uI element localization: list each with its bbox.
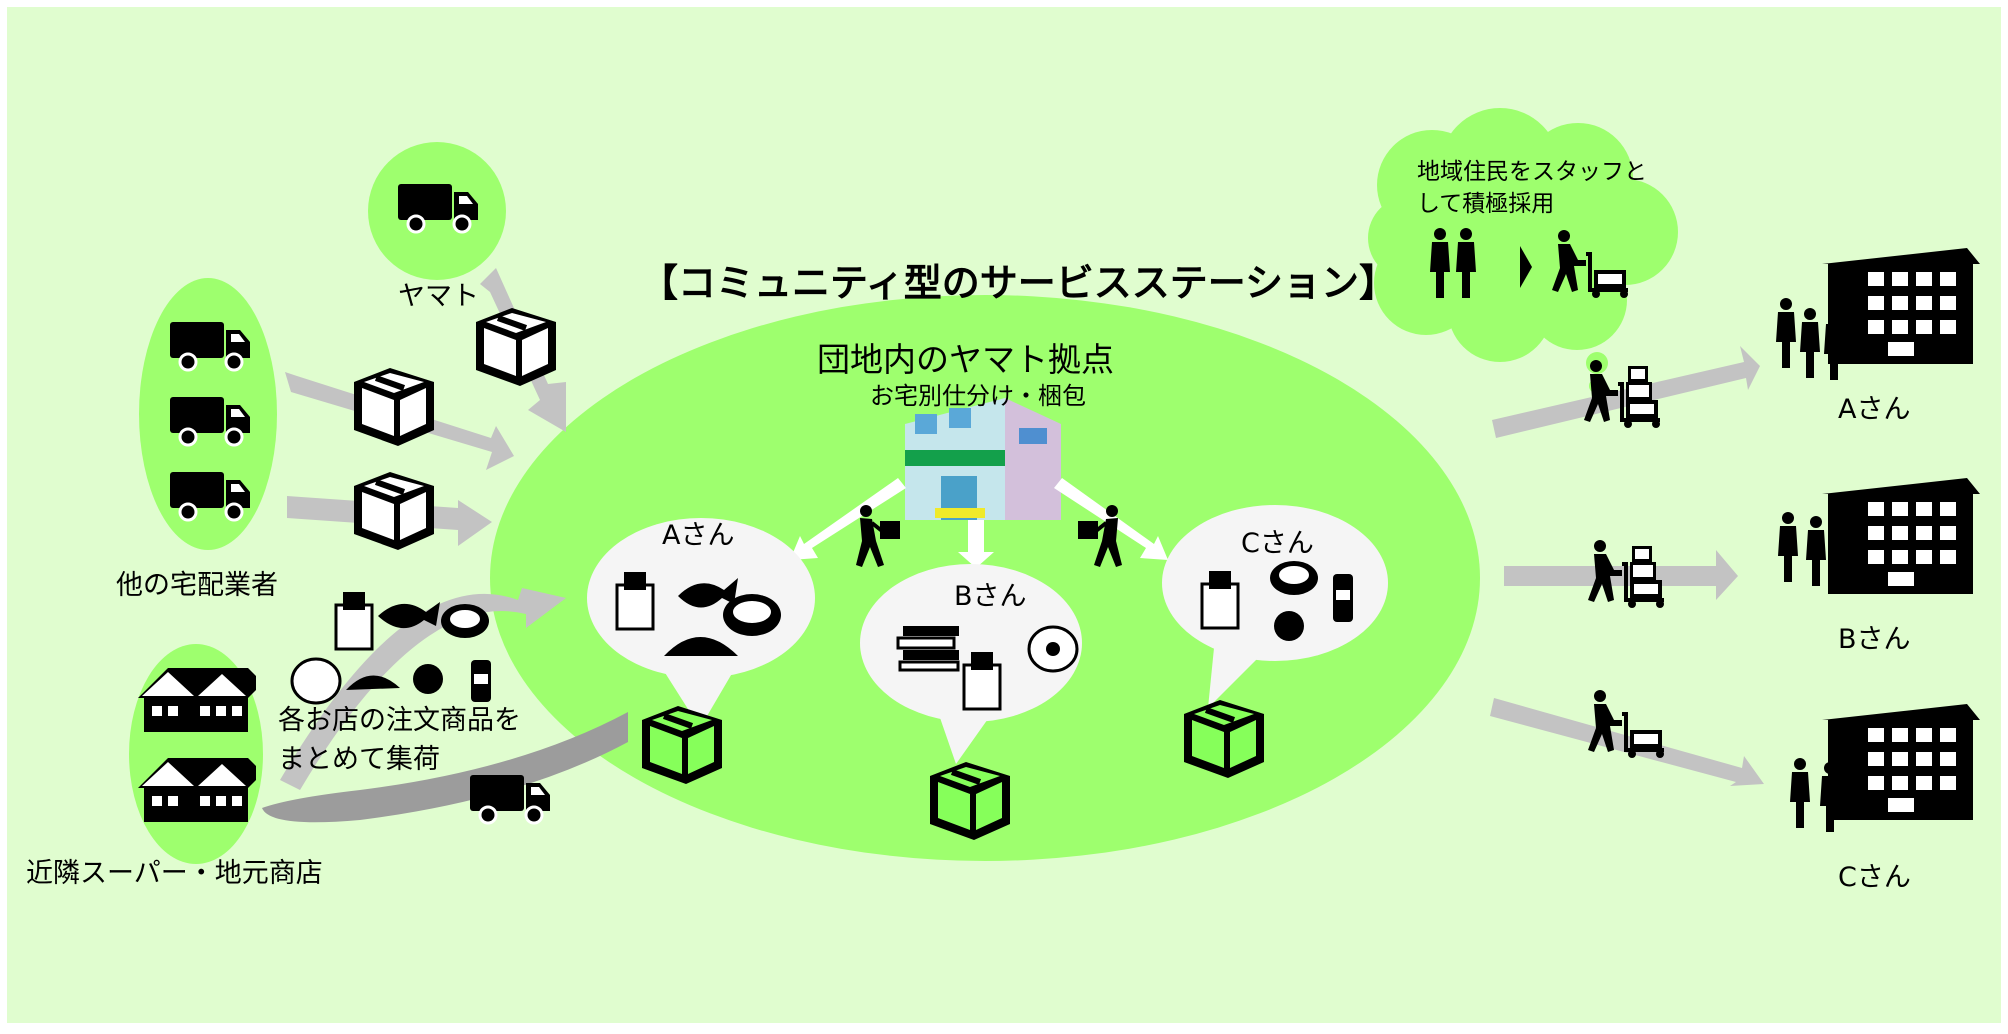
box-c-icon bbox=[1184, 700, 1264, 778]
staff-note-line2: して積極採用 bbox=[1417, 191, 1555, 217]
bubble-a-label: Aさん bbox=[662, 520, 735, 551]
shop-goods-icons bbox=[290, 592, 491, 705]
building-a-icon bbox=[1822, 248, 1980, 364]
bubble-c-goods-icons bbox=[1200, 561, 1353, 641]
yamato-label: ヤマト bbox=[398, 281, 479, 312]
others-label: 他の宅配業者 bbox=[116, 570, 278, 601]
recipient-a-label: Aさん bbox=[1838, 394, 1911, 425]
shops-curve-arrow bbox=[262, 712, 628, 823]
triangle-arrow-icon bbox=[1520, 246, 1532, 288]
hub-name: 団地内のヤマト拠点 bbox=[817, 340, 1114, 379]
bubble-c-label: Cさん bbox=[1241, 528, 1314, 559]
staff-cloud bbox=[1368, 108, 1678, 393]
recipient-c-label: Cさん bbox=[1838, 862, 1911, 893]
box-a-icon bbox=[642, 706, 722, 784]
box-icon bbox=[476, 308, 556, 386]
building-b-icon bbox=[1822, 478, 1980, 594]
bubble-b-goods-icons bbox=[896, 625, 1079, 711]
staff-note-line1: 地域住民をスタッフと bbox=[1417, 159, 1647, 185]
building-c-icon bbox=[1822, 704, 1980, 820]
bubble-b-label: Bさん bbox=[954, 581, 1027, 612]
box-b-icon bbox=[930, 762, 1010, 840]
shop-note-line1: 各お店の注文商品を bbox=[278, 705, 521, 736]
bubble-a-goods-icons bbox=[615, 572, 781, 656]
hub-sub: お宅別仕分け・梱包 bbox=[870, 382, 1086, 410]
box-icon bbox=[354, 368, 434, 446]
shop-note-line2: まとめて集荷 bbox=[278, 744, 440, 775]
shops-label: 近隣スーパー・地元商店 bbox=[26, 858, 323, 889]
diagram-title: 【コミュニティ型のサービスステーション】 bbox=[640, 261, 1397, 305]
box-icon bbox=[354, 472, 434, 550]
recipient-b-label: Bさん bbox=[1838, 624, 1911, 655]
yamato-store-icon bbox=[905, 398, 1061, 520]
